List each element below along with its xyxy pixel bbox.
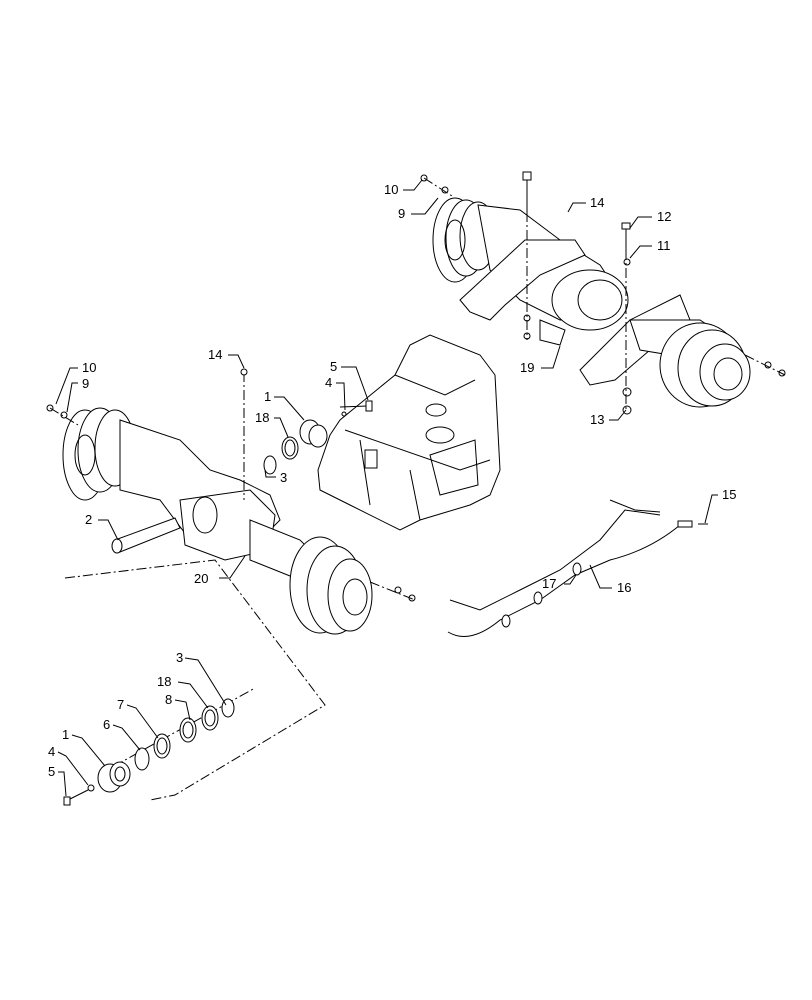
callout-exp-8: 8 [165,692,172,707]
callout-top-19: 19 [520,360,534,375]
callout-top-11: 11 [657,238,671,253]
hose-assembly-drawing [447,499,708,637]
callout-mid-3: 3 [280,470,287,485]
callout-left-20: 20 [194,571,208,586]
chassis-frame-drawing [317,334,501,531]
callout-mid-1: 1 [264,389,271,404]
callout-exp-7: 7 [117,697,124,712]
callout-exp-5: 5 [48,764,55,779]
callout-mid-4: 4 [325,375,332,390]
callout-hose-15: 15 [722,487,736,502]
callout-top-9: 9 [398,206,405,221]
callout-mid-14: 14 [208,347,222,362]
front-axle-assembly-drawing [46,368,416,635]
callout-top-12: 12 [657,209,671,224]
leader-lines [55,179,718,797]
callout-mid-5: 5 [330,359,337,374]
callout-left-10: 10 [82,360,96,375]
callout-hose-17: 17 [542,576,556,591]
callout-mid-18: 18 [255,410,269,425]
callout-top-13: 13 [590,412,604,427]
callout-top-10: 10 [384,182,398,197]
callout-exp-4: 4 [48,744,55,759]
rear-axle-assembly-drawing [420,171,786,415]
callout-left-2: 2 [85,512,92,527]
mid-cap-parts-drawing [263,400,373,475]
callout-left-9: 9 [82,376,89,391]
callout-labels: 10 9 14 12 11 19 13 14 5 4 1 18 3 10 9 2… [48,182,736,779]
exploded-detail-drawing [63,559,326,806]
callout-exp-1: 1 [62,727,69,742]
callout-exp-3: 3 [176,650,183,665]
callout-exp-6: 6 [103,717,110,732]
callout-hose-16: 16 [617,580,631,595]
callout-exp-18: 18 [157,674,171,689]
callout-top-14: 14 [590,195,604,210]
